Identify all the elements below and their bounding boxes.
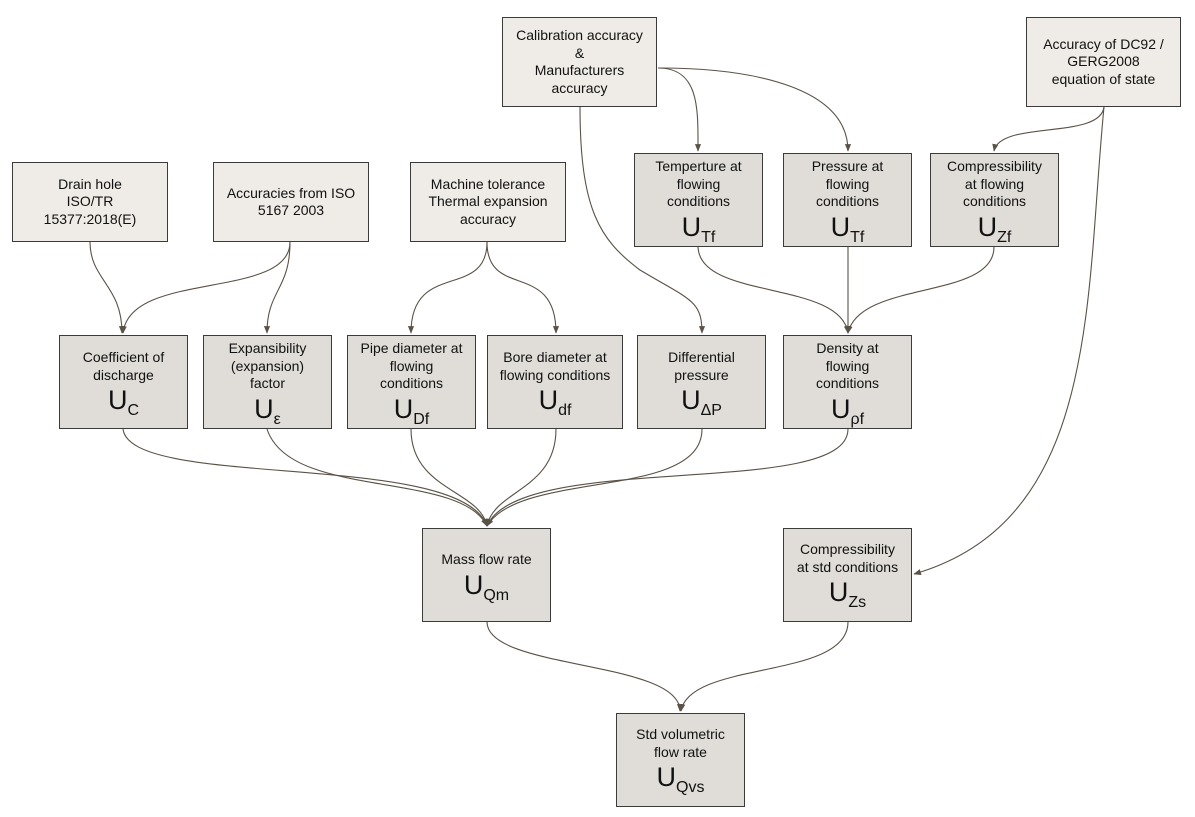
pressure-flowing-symbol: UTf bbox=[830, 211, 865, 246]
coefficient-discharge-label: Coefficient of discharge bbox=[82, 349, 165, 383]
drain-hole-label: Drain hole ISO/TR 15377:2018(E) bbox=[43, 175, 137, 227]
mass-flow-rate-symbol: UQm bbox=[463, 569, 510, 604]
connector-diff-to-mass bbox=[486, 428, 703, 527]
coefficient-discharge-node: Coefficient of discharge UC bbox=[59, 335, 188, 429]
compressibility-flowing-label: Compressibility at flowing conditions bbox=[947, 158, 1042, 209]
calibration-accuracy-source: Calibration accuracy & Manufacturers acc… bbox=[502, 17, 657, 107]
compressibility-std-symbol: UZs bbox=[828, 577, 867, 611]
density-flowing-node: Density at flowing conditions Uρf bbox=[783, 335, 912, 429]
density-flowing-symbol: Uρf bbox=[830, 393, 865, 428]
connector-drain-to-coef bbox=[89, 241, 126, 334]
expansibility-factor-label: Expansibility (expansion) factor bbox=[228, 340, 307, 391]
differential-pressure-symbol: UΔP bbox=[681, 385, 722, 419]
connector-compflow-to-density bbox=[846, 246, 995, 334]
connector-eos-to-compflow bbox=[992, 106, 1105, 152]
compressibility-std-label: Compressibility at std conditions bbox=[796, 541, 899, 575]
compressibility-flowing-symbol: UZf bbox=[977, 211, 1012, 246]
machine-tolerance-label: Machine tolerance Thermal expansion accu… bbox=[428, 175, 548, 227]
connector-cal-to-press bbox=[657, 67, 852, 152]
compressibility-flowing-node: Compressibility at flowing conditions UZ… bbox=[930, 153, 1059, 247]
connector-machine-to-bore bbox=[486, 241, 560, 334]
connector-density-to-mass bbox=[486, 428, 849, 527]
differential-pressure-node: Differential pressure UΔP bbox=[637, 335, 766, 429]
pressure-flowing-label: Pressure at flowing conditions bbox=[811, 158, 884, 209]
mass-flow-rate-node: Mass flow rate UQm bbox=[422, 528, 551, 622]
connector-machine-to-pipe bbox=[407, 241, 488, 334]
drain-hole-source: Drain hole ISO/TR 15377:2018(E) bbox=[12, 162, 168, 242]
compressibility-std-node: Compressibility at std conditions UZs bbox=[783, 528, 912, 622]
temperature-flowing-label: Temperture at flowing conditions bbox=[655, 158, 742, 209]
coefficient-discharge-symbol: UC bbox=[107, 385, 140, 419]
std-volumetric-flow-node: Std volumetric flow rate UQvs bbox=[616, 713, 745, 807]
connector-iso-to-expansibility bbox=[263, 241, 291, 334]
std-volumetric-flow-symbol: UQvs bbox=[656, 762, 705, 796]
std-volumetric-flow-label: Std volumetric flow rate bbox=[636, 726, 725, 760]
connector-compstd-to-stdvol bbox=[679, 621, 849, 712]
temperature-flowing-node: Temperture at flowing conditions UTf bbox=[634, 153, 763, 247]
mass-flow-rate-label: Mass flow rate bbox=[441, 551, 532, 567]
pipe-diameter-node: Pipe diameter at flowing conditions UDf bbox=[347, 335, 476, 429]
bore-diameter-label: Bore diameter at flowing conditions bbox=[499, 349, 611, 383]
connector-cal-to-temp bbox=[657, 67, 702, 152]
bore-diameter-node: Bore diameter at flowing conditions Udf bbox=[487, 335, 623, 429]
connector-pipe-to-mass bbox=[410, 428, 489, 527]
equation-of-state-label: Accuracy of DC92 / GERG2008 equation of … bbox=[1043, 35, 1164, 87]
connector-bore-to-mass bbox=[485, 428, 557, 527]
differential-pressure-label: Differential pressure bbox=[668, 349, 735, 383]
connector-coef-to-mass bbox=[122, 428, 488, 527]
connector-iso-to-coef bbox=[120, 241, 291, 334]
connector-mass-to-stdvol bbox=[486, 621, 684, 712]
density-flowing-label: Density at flowing conditions bbox=[815, 340, 880, 391]
connector-exp-to-mass bbox=[266, 428, 488, 527]
iso5167-source: Accuracies from ISO 5167 2003 bbox=[213, 162, 369, 242]
pressure-flowing-node: Pressure at flowing conditions UTf bbox=[783, 153, 912, 247]
pipe-diameter-label: Pipe diameter at flowing conditions bbox=[360, 340, 463, 391]
connector-eos-to-compstd bbox=[913, 106, 1105, 576]
expansibility-factor-node: Expansibility (expansion) factor Uε bbox=[203, 335, 332, 429]
bore-diameter-symbol: Udf bbox=[538, 385, 572, 419]
expansibility-factor-symbol: Uε bbox=[254, 393, 281, 428]
calibration-accuracy-label: Calibration accuracy & Manufacturers acc… bbox=[516, 27, 643, 96]
pipe-diameter-symbol: UDf bbox=[393, 393, 430, 428]
connector-temp-to-density bbox=[697, 246, 850, 334]
connector-cal-to-diffpress bbox=[579, 106, 706, 334]
machine-tolerance-source: Machine tolerance Thermal expansion accu… bbox=[410, 162, 566, 242]
iso5167-label: Accuracies from ISO 5167 2003 bbox=[226, 184, 356, 219]
temperature-flowing-symbol: UTf bbox=[681, 211, 716, 246]
equation-of-state-source: Accuracy of DC92 / GERG2008 equation of … bbox=[1026, 17, 1181, 107]
